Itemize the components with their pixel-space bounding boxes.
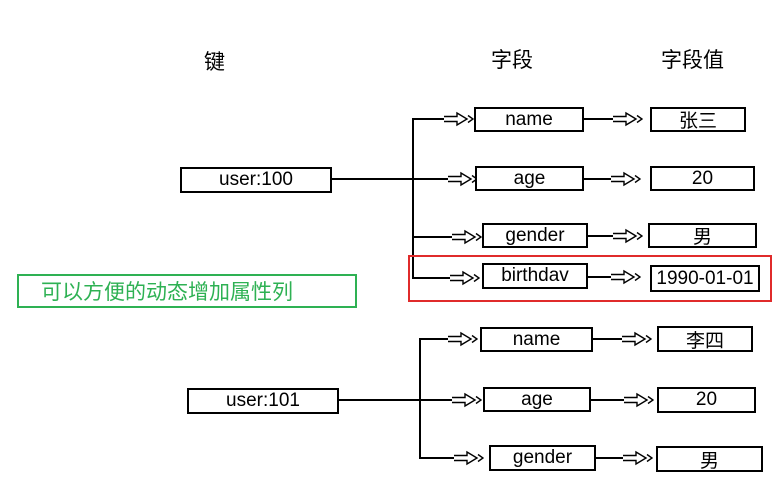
value-box: 李四 [657,326,753,352]
flow-arrow-icon [624,392,654,408]
value-box: 男 [648,223,757,248]
field-box: birthdav [482,263,588,289]
connector-line [588,235,616,237]
connector-line [591,399,627,401]
branch-line [412,118,446,120]
value-box: 男 [656,446,763,472]
connector-line [584,118,616,120]
field-box: gender [489,445,596,471]
flow-arrow-icon [448,171,478,187]
branch-line [419,457,456,459]
trunk-line [412,118,414,279]
flow-arrow-icon [450,270,480,286]
field-box: name [474,107,584,132]
value-box: 20 [650,166,755,191]
connector-line [596,457,626,459]
field-box: gender [482,223,588,248]
column-header-value: 字段值 [661,49,724,72]
flow-arrow-icon [613,228,643,244]
key-box-user101: user:101 [187,388,339,414]
flow-arrow-icon [623,450,653,466]
flow-arrow-icon [444,111,474,127]
flow-arrow-icon [611,171,641,187]
value-box: 张三 [650,107,746,132]
field-box: age [475,166,584,191]
field-box: age [483,387,591,412]
column-header-field: 字段 [491,49,533,72]
branch-line [419,338,450,340]
flow-arrow-icon [448,331,478,347]
flow-arrow-icon [452,229,482,245]
connector-line [332,178,450,180]
branch-line [412,277,452,279]
flow-arrow-icon [454,450,484,466]
connector-line [593,338,625,340]
connector-line [339,399,456,401]
annotation-box: 可以方便的动态增加属性列 [17,274,357,308]
highlight-rectangle [408,255,772,302]
flow-arrow-icon [611,269,641,285]
flow-arrow-icon [613,111,643,127]
key-box-user100: user:100 [180,167,332,193]
flow-arrow-icon [622,331,652,347]
branch-line [412,236,454,238]
value-box: 1990-01-01 [650,265,760,292]
trunk-line [419,338,421,459]
flow-arrow-icon [452,392,482,408]
field-box: name [480,327,593,352]
connector-line [584,178,614,180]
connector-line [588,276,614,278]
value-box: 20 [657,387,756,413]
column-header-key: 键 [204,51,225,74]
